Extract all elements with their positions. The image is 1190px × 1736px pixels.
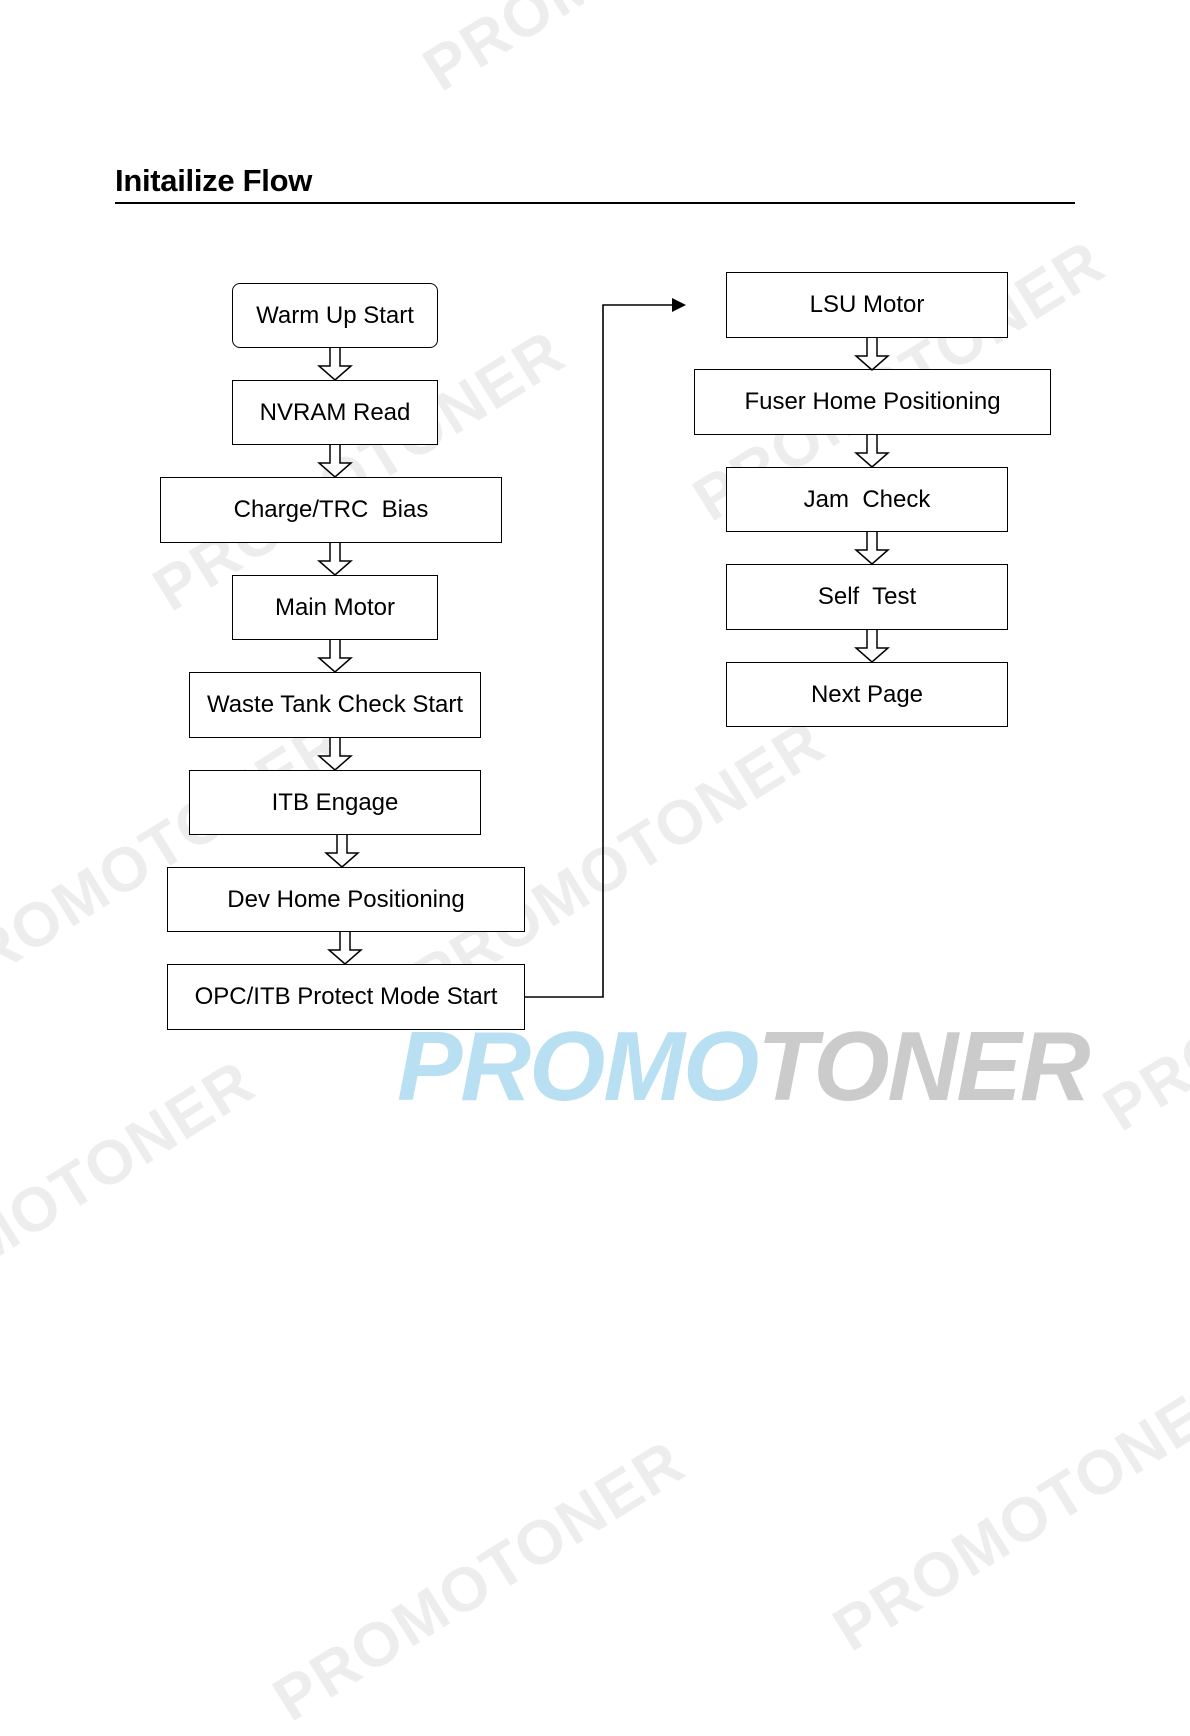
title-underline (115, 202, 1075, 204)
down-arrow-icon (328, 931, 362, 965)
down-arrow-icon (318, 542, 352, 576)
flow-step-opc-itb-protect-mode-start: OPC/ITB Protect Mode Start (167, 964, 525, 1030)
page-title: Initailize Flow (115, 163, 313, 198)
down-arrow-icon (318, 737, 352, 771)
down-arrow-icon (855, 629, 889, 663)
down-arrow-icon (318, 444, 352, 478)
promotoner-logo: PROMOTONER (397, 1011, 1090, 1121)
down-arrow-icon (325, 834, 359, 868)
flow-step-itb-engage: ITB Engage (189, 770, 481, 835)
flow-step-main-motor: Main Motor (232, 575, 438, 640)
flow-arrows (318, 298, 889, 998)
down-arrow-icon (855, 434, 889, 468)
down-arrow-icon (318, 347, 352, 381)
flow-step-jam-check: Jam Check (726, 467, 1008, 532)
flow-step-lsu-motor: LSU Motor (726, 272, 1008, 338)
connector-line (525, 304, 672, 998)
flow-step-dev-home-positioning: Dev Home Positioning (167, 867, 525, 932)
flow-step-warm-up-start: Warm Up Start (232, 283, 438, 348)
flow-step-waste-tank-check-start: Waste Tank Check Start (189, 672, 481, 738)
arrowhead-icon (672, 298, 686, 312)
flow-step-charge-trc-bias: Charge/TRC Bias (160, 477, 502, 543)
flow-step-nvram-read: NVRAM Read (232, 380, 438, 445)
down-arrow-icon (318, 639, 352, 673)
flow-step-next-page: Next Page (726, 662, 1008, 727)
down-arrow-icon (855, 337, 889, 371)
down-arrow-icon (855, 531, 889, 565)
flow-step-self-test: Self Test (726, 564, 1008, 630)
